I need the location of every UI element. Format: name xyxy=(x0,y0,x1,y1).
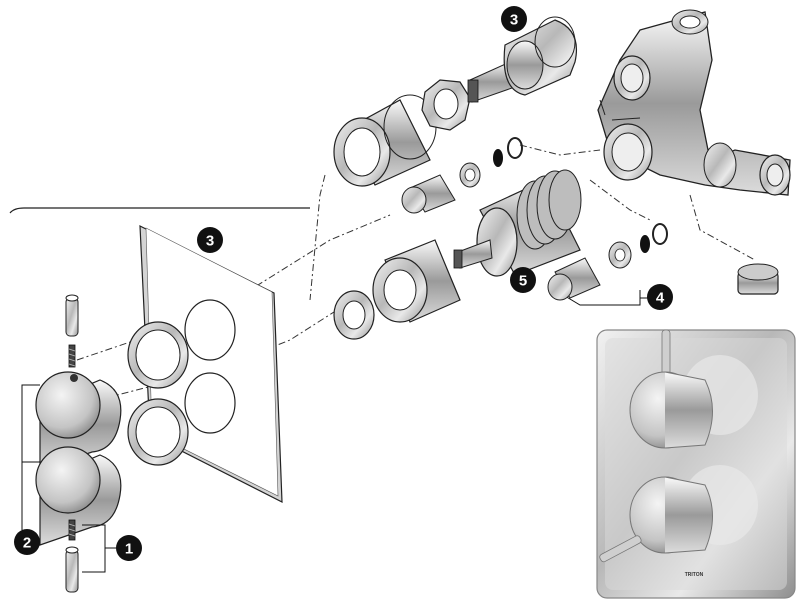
hex-nut-lower xyxy=(333,290,375,340)
callout-number: 2 xyxy=(23,535,31,552)
control-knob-lower xyxy=(35,446,122,546)
valve-body xyxy=(597,9,791,196)
photo-lever-lower xyxy=(599,535,642,563)
callout-number: 5 xyxy=(519,273,527,290)
plate-hole-upper xyxy=(184,299,236,361)
callout-badge-1: 1 xyxy=(116,535,142,561)
callout-badge-4: 4 xyxy=(647,284,673,310)
callout-badge-2: 2 xyxy=(14,529,40,555)
thermostatic-cartridge xyxy=(453,169,582,277)
check-valve-upper xyxy=(401,137,523,214)
shroud-ring-lower xyxy=(127,398,189,466)
product-photo: TRITON xyxy=(596,329,796,599)
callout-number: 4 xyxy=(656,290,665,307)
flow-cartridge-sleeve xyxy=(333,94,437,187)
divider-line xyxy=(9,207,310,214)
lower-cartridge-sleeve xyxy=(372,239,461,323)
grub-screw-lower xyxy=(68,519,76,541)
photo-brand-label: TRITON xyxy=(685,572,704,578)
shroud-ring-upper xyxy=(127,321,189,389)
callout-number: 3 xyxy=(510,12,518,29)
lever-rod-lower xyxy=(65,546,79,593)
callout-number: 3 xyxy=(206,233,214,250)
callout-badge-3-plate: 3 xyxy=(197,227,223,253)
flow-cartridge xyxy=(467,16,577,103)
hex-nut-upper xyxy=(421,79,471,131)
check-valve-lower xyxy=(547,223,668,301)
callout-number: 1 xyxy=(125,541,133,558)
plate-hole-lower xyxy=(184,372,236,434)
grub-screw-upper xyxy=(68,344,76,368)
blanking-plug xyxy=(737,263,779,295)
callout-badge-5: 5 xyxy=(510,267,536,293)
callout-badge-3-top: 3 xyxy=(501,6,527,32)
lever-rod-upper xyxy=(65,294,79,337)
